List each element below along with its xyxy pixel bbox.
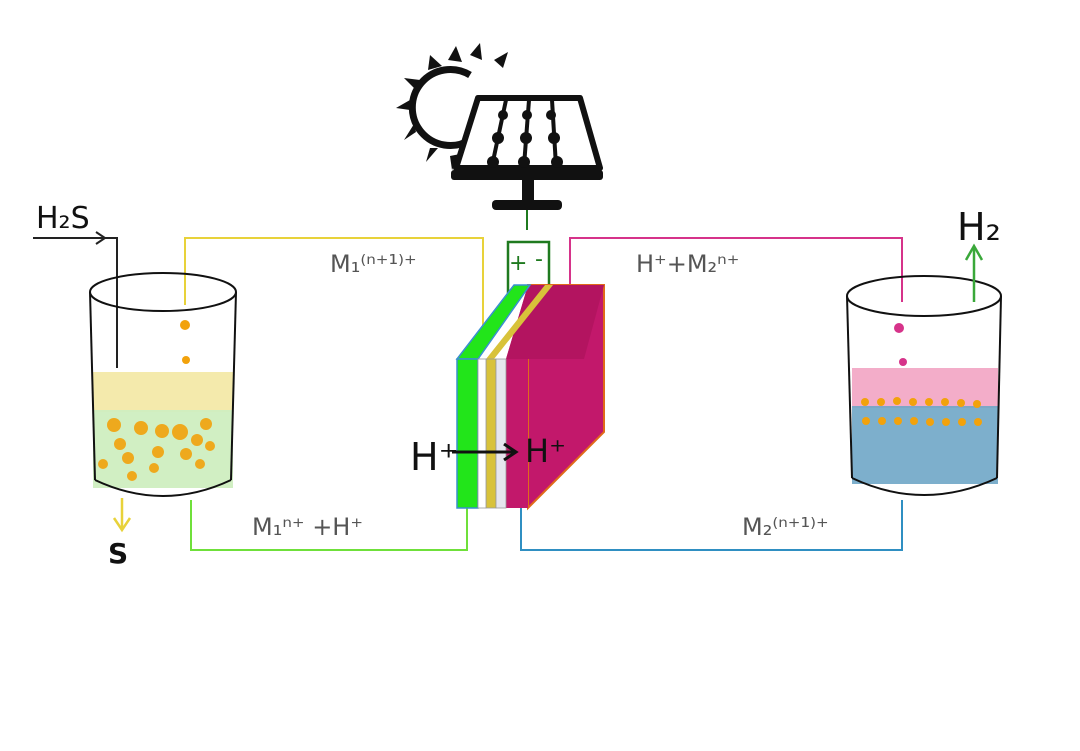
label-h2s: H₂S [36, 201, 90, 236]
line-h2s-inlet [33, 237, 118, 368]
sulfur-arrowhead [112, 517, 132, 533]
hydrogen-arrowhead [964, 243, 984, 261]
label-h-left: H⁺ [410, 435, 459, 479]
line-h-m2-reduced [569, 237, 903, 302]
label-h2: H₂ [957, 205, 1001, 249]
sun-icon [396, 43, 508, 170]
plus-sign: + [509, 251, 527, 276]
label-sulfur: S [108, 537, 128, 570]
label-h-m2-reduced: H⁺+M₂ⁿ⁺ [636, 250, 739, 278]
wire-plus [506, 240, 551, 315]
electrolysis-cell [455, 284, 605, 511]
line-m1-reduced [190, 500, 468, 551]
arrowhead-h2s [95, 231, 107, 245]
label-m2-oxidized: M₂⁽ⁿ⁺¹⁾⁺ [742, 513, 829, 541]
minus-sign: - [535, 247, 543, 272]
solar-panel-icon [451, 95, 603, 210]
proton-arrowhead [503, 442, 519, 462]
label-m1-reduced: M₁ⁿ⁺ +H⁺ [252, 513, 363, 541]
label-m1-oxidized: M₁⁽ⁿ⁺¹⁾⁺ [330, 250, 417, 278]
right-beaker [846, 275, 1002, 496]
left-beaker [89, 272, 237, 497]
line-m2-oxidized [520, 500, 903, 551]
label-h-right: H⁺ [525, 432, 566, 470]
line-m1-oxidized [184, 237, 484, 330]
